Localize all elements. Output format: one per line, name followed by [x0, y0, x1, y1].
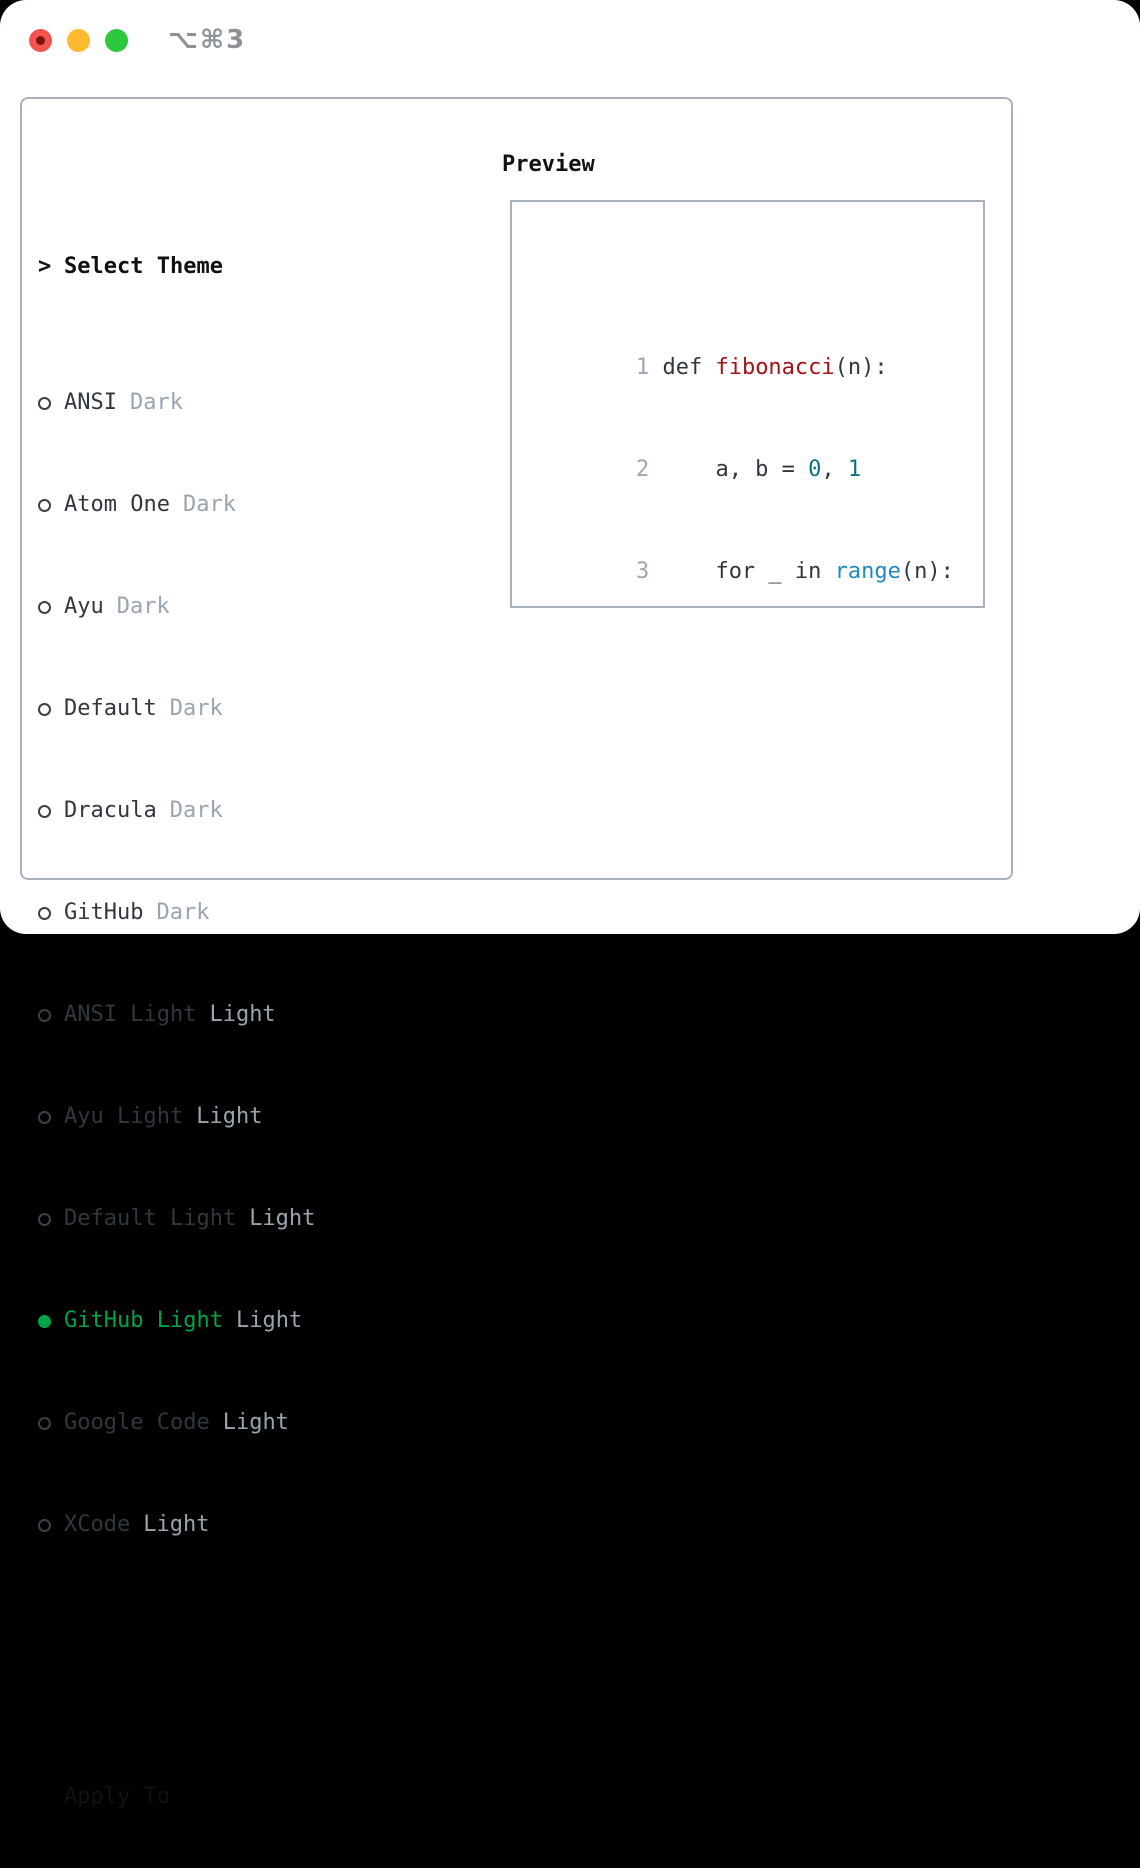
theme-option-ansi-dark[interactable]: ANSI Dark	[38, 386, 409, 420]
theme-name: Google Code	[64, 1410, 210, 1435]
preview-title: Preview	[502, 152, 595, 177]
theme-option-ayu-dark[interactable]: Ayu Dark	[38, 590, 409, 624]
theme-name: Ayu	[64, 594, 104, 619]
theme-name: GitHub Light	[64, 1308, 223, 1333]
radio-selected-icon	[38, 1314, 51, 1328]
code-line: 3 for _ in range(n):	[530, 521, 983, 584]
theme-variant: Light	[235, 1308, 303, 1333]
minimize-button[interactable]	[67, 28, 90, 52]
theme-variant: Dark	[156, 900, 210, 925]
theme-option-google-code[interactable]: Google Code Light	[38, 1406, 409, 1440]
theme-variant: Dark	[182, 492, 236, 517]
theme-option-github-light[interactable]: GitHub Light Light	[38, 1304, 409, 1338]
theme-name: Dracula	[64, 798, 157, 823]
radio-icon	[38, 1110, 51, 1124]
theme-variant: Dark	[129, 390, 183, 415]
theme-picker: > Select Theme ANSI Dark Atom One Dark A…	[38, 148, 409, 1868]
radio-icon	[38, 396, 51, 410]
radio-icon	[38, 1008, 51, 1022]
theme-option-dracula-dark[interactable]: Dracula Dark	[38, 794, 409, 828]
theme-panel: > Select Theme ANSI Dark Atom One Dark A…	[20, 97, 1013, 1809]
titlebar: ⌥⌘3	[29, 25, 246, 55]
line-number: 2	[635, 457, 650, 482]
theme-variant: Dark	[116, 594, 170, 619]
code-segment: fibonacci	[715, 355, 835, 380]
code-segment: def	[649, 355, 716, 380]
close-button[interactable]	[29, 28, 52, 52]
preview-box: 1 def fibonacci(n): 2 a, b = 0, 1 3 for …	[510, 200, 985, 608]
theme-variant: Light	[222, 1410, 289, 1435]
theme-option-default-light[interactable]: Default Light Light	[38, 1202, 409, 1236]
theme-variant: Dark	[169, 696, 223, 721]
theme-name: Default	[64, 696, 157, 721]
radio-icon	[38, 804, 51, 818]
select-theme-header: > Select Theme	[38, 250, 409, 284]
zoom-button[interactable]	[105, 28, 128, 52]
theme-name: ANSI Light	[64, 1002, 197, 1027]
radio-icon	[38, 600, 51, 614]
theme-variant: Dark	[169, 798, 223, 823]
radio-icon	[38, 1518, 51, 1532]
theme-option-default-dark[interactable]: Default Dark	[38, 692, 409, 726]
code-segment: a, b =	[649, 457, 809, 482]
radio-icon	[38, 1212, 51, 1226]
code-segment: for _ in	[649, 559, 835, 584]
code-segment: (n):	[834, 355, 888, 380]
theme-variant: Light	[209, 1002, 276, 1027]
radio-icon	[38, 1416, 51, 1430]
radio-icon	[38, 906, 51, 920]
code-segment: ,	[821, 457, 848, 482]
caret-icon: >	[38, 254, 52, 279]
window-title: ⌥⌘3	[168, 25, 247, 55]
theme-name: Default Light	[64, 1206, 237, 1231]
theme-option-atom-one-dark[interactable]: Atom One Dark	[38, 488, 409, 522]
code-segment: range	[834, 559, 901, 584]
theme-name: Atom One	[64, 492, 170, 517]
code-segment: 0	[808, 457, 822, 482]
code-line: 1 def fibonacci(n):	[530, 317, 983, 380]
line-number: 3	[635, 559, 650, 584]
code-segment: (n):	[900, 559, 954, 584]
line-number: 1	[635, 355, 650, 380]
theme-name: ANSI	[64, 390, 117, 415]
apply-to-header: Apply To	[38, 1780, 409, 1814]
radio-icon	[38, 498, 51, 512]
theme-variant: Light	[249, 1206, 316, 1231]
theme-name: XCode	[64, 1512, 131, 1537]
theme-option-github-dark[interactable]: GitHub Dark	[38, 896, 409, 930]
theme-variant: Light	[196, 1104, 263, 1129]
theme-option-ayu-light[interactable]: Ayu Light Light	[38, 1100, 409, 1134]
radio-icon	[38, 702, 51, 716]
theme-option-ansi-light[interactable]: ANSI Light Light	[38, 998, 409, 1032]
apply-to-title: Apply To	[64, 1784, 170, 1809]
code-segment: 1	[847, 457, 862, 482]
spacer	[38, 1644, 409, 1678]
theme-name: GitHub	[64, 900, 144, 925]
select-theme-title: Select Theme	[64, 254, 223, 279]
theme-name: Ayu Light	[64, 1104, 184, 1129]
theme-option-xcode[interactable]: XCode Light	[38, 1508, 409, 1542]
code-line: 2 a, b = 0, 1	[530, 419, 983, 482]
app-window: ⌥⌘3 > Select Theme ANSI Dark Atom One Da…	[0, 0, 1140, 1809]
theme-variant: Light	[143, 1512, 210, 1537]
